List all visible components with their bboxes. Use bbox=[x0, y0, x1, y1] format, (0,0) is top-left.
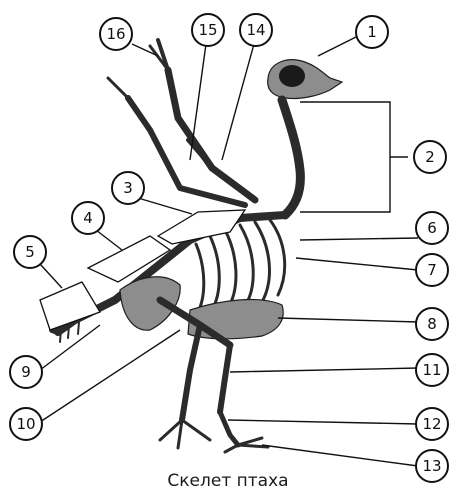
callout-label: 9 bbox=[21, 363, 31, 381]
callout-label: 12 bbox=[422, 415, 441, 433]
callout-label: 10 bbox=[16, 415, 35, 433]
callout-7: 7 bbox=[416, 254, 448, 286]
callout-label: 15 bbox=[198, 21, 217, 39]
callout-6: 6 bbox=[416, 212, 448, 244]
callout-14: 14 bbox=[240, 14, 272, 46]
skull bbox=[268, 60, 342, 99]
callout-3: 3 bbox=[112, 172, 144, 204]
callout-label: 8 bbox=[427, 315, 437, 333]
callout-15: 15 bbox=[192, 14, 224, 46]
callout-label: 7 bbox=[427, 261, 437, 279]
callout-label: 5 bbox=[25, 243, 35, 261]
callout-8: 8 bbox=[416, 308, 448, 340]
callout-2: 2 bbox=[414, 141, 446, 173]
skeleton-drawing bbox=[40, 40, 408, 452]
callout-label: 2 bbox=[425, 148, 435, 166]
callout-16: 16 bbox=[100, 18, 132, 50]
callout-label: 3 bbox=[123, 179, 133, 197]
callout-label: 4 bbox=[83, 209, 93, 227]
callout-label: 16 bbox=[106, 25, 125, 43]
neck bbox=[282, 100, 300, 215]
callout-label: 6 bbox=[427, 219, 437, 237]
callout-4: 4 bbox=[72, 202, 104, 234]
callout-1: 1 bbox=[356, 16, 388, 48]
callout-label: 11 bbox=[422, 361, 441, 379]
callout-label: 14 bbox=[246, 21, 265, 39]
callout-12: 12 bbox=[416, 408, 448, 440]
sternum bbox=[188, 300, 283, 339]
callout-5: 5 bbox=[14, 236, 46, 268]
neck-bracket bbox=[300, 102, 408, 212]
leader-lines bbox=[40, 36, 418, 466]
callout-10: 10 bbox=[10, 408, 42, 440]
diagram-caption: Скелет птаха bbox=[0, 471, 456, 491]
callout-9: 9 bbox=[10, 356, 42, 388]
callout-11: 11 bbox=[416, 354, 448, 386]
callout-label: 1 bbox=[367, 23, 377, 41]
